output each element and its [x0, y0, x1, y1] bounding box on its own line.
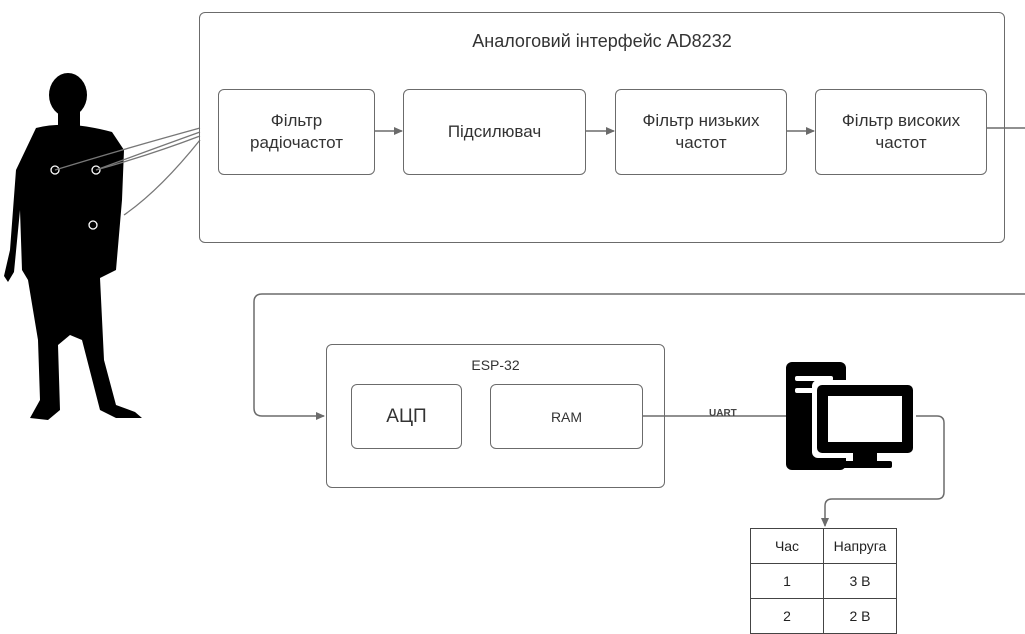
- uart-label: UART: [709, 408, 737, 419]
- table-cell: 2 В: [823, 598, 897, 634]
- analog-chain-arrows: [375, 127, 1025, 135]
- return-connector: [253, 293, 1025, 420]
- rf-filter-label-1: Фільтр: [270, 111, 323, 130]
- high-pass-filter-label-2: частот: [875, 133, 927, 152]
- table-header-row: Час Напруга: [750, 528, 897, 564]
- table-cell: 1: [750, 563, 824, 599]
- adc-block: АЦП: [351, 384, 462, 449]
- table-cell: 2: [750, 598, 824, 634]
- amplifier-block: Підсилювач: [403, 89, 586, 175]
- person-silhouette-icon: [4, 73, 142, 421]
- amplifier-label: Підсилювач: [447, 122, 542, 141]
- high-pass-filter-label-1: Фільтр високих: [841, 111, 961, 130]
- ram-label: RAM: [550, 408, 583, 425]
- low-pass-filter-label-1: Фільтр низьких: [642, 111, 760, 130]
- table-row: 1 3 В: [750, 563, 897, 599]
- rf-filter-block: Фільтр радіочастот: [218, 89, 375, 175]
- high-pass-filter-block: Фільтр високих частот: [815, 89, 987, 175]
- rf-filter-label-2: радіочастот: [250, 133, 343, 152]
- table-row: 2 2 В: [750, 598, 897, 634]
- data-table: Час Напруга 1 3 В 2 2 В: [750, 528, 897, 634]
- electrode-leads: [54, 127, 201, 216]
- table-header-voltage: Напруга: [823, 528, 897, 564]
- analog-interface-title: Аналоговий інтерфейс AD8232: [472, 31, 732, 51]
- adc-label: АЦП: [386, 405, 427, 427]
- low-pass-filter-label-2: частот: [675, 133, 727, 152]
- table-cell: 3 В: [823, 563, 897, 599]
- analog-interface-group: Аналоговий інтерфейс AD8232: [199, 12, 1005, 243]
- esp32-group: ESP-32: [326, 344, 665, 488]
- esp32-title: ESP-32: [471, 357, 520, 373]
- ram-block: RAM: [490, 384, 643, 449]
- table-header-time: Час: [750, 528, 824, 564]
- computer-to-table-connector: [821, 415, 945, 527]
- desktop-computer-icon: [786, 362, 916, 470]
- low-pass-filter-block: Фільтр низьких частот: [615, 89, 787, 175]
